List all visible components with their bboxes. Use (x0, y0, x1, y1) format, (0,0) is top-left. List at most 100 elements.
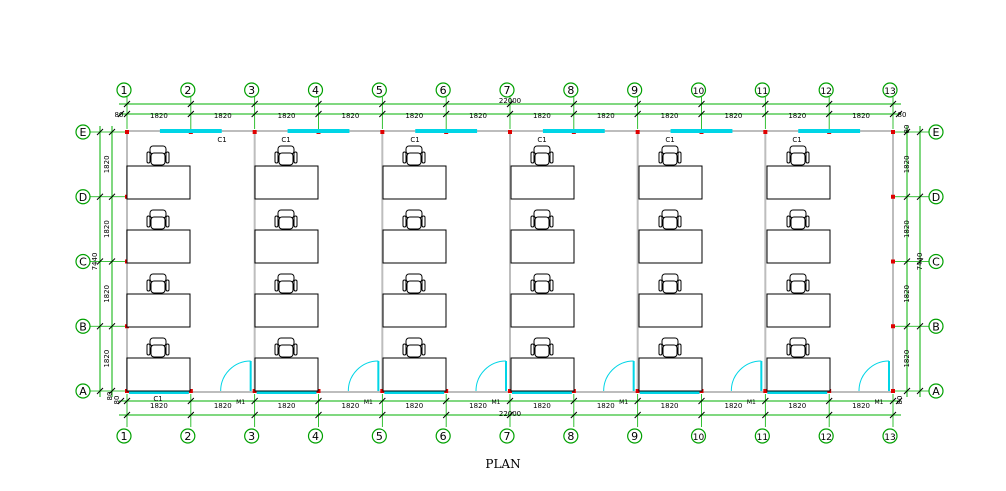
dimension-tick (895, 397, 903, 405)
chair-seat (790, 280, 806, 294)
dimension-tick (378, 110, 386, 118)
chair-seat (278, 216, 294, 230)
axis-bubble-bottom-circle (116, 428, 132, 444)
desk (126, 165, 191, 200)
axis-bubble-left-circle (75, 383, 91, 399)
axis-bubble-bottom-circle (627, 428, 643, 444)
chair-seat (662, 280, 678, 294)
window-label: C1 (537, 136, 546, 144)
chair-armrest (274, 343, 279, 356)
window-bottom (767, 390, 828, 394)
chair-armrest (165, 151, 170, 164)
axis-bubble-top-label: 6 (440, 84, 447, 97)
desk (254, 357, 319, 392)
axis-bubble-top-label: 4 (312, 84, 319, 97)
dimension-tick (378, 100, 386, 108)
dimension-tick (108, 322, 116, 330)
dimension-tick (761, 411, 769, 419)
axis-bubble-right-label: D (932, 191, 940, 204)
dimension-text-top: 1820 (214, 112, 232, 120)
chair-armrest (549, 343, 554, 356)
axis-bubble-top-circle (371, 82, 387, 98)
dimension-total-bottom: 22000 (499, 410, 521, 418)
axis-bubble-bottom-label: 11 (757, 433, 768, 443)
desk (766, 229, 831, 264)
window-top (159, 129, 222, 133)
axis-bubble-bottom-circle (818, 428, 834, 444)
window-top (415, 129, 478, 133)
chair-armrest (786, 151, 791, 164)
axis-bubble-bottom-label: 10 (693, 433, 705, 443)
dimension-text-right: 1820 (903, 220, 911, 238)
chair-seat (150, 216, 166, 230)
wall-node (891, 389, 895, 393)
door-swing-arc (730, 360, 762, 392)
chair-armrest (165, 279, 170, 292)
dimension-text-bottom: 1820 (725, 402, 743, 410)
window-top (542, 129, 605, 133)
wall-node (891, 130, 895, 134)
dimension-tick (315, 100, 322, 108)
axis-bubble-left-label: B (79, 320, 87, 333)
dimension-tick (96, 128, 104, 136)
wall-node (380, 130, 385, 134)
dimension-text-top: 1820 (725, 112, 743, 120)
dimension-text-right: 1820 (903, 350, 911, 368)
desk (510, 293, 575, 328)
desk (638, 165, 703, 200)
axis-bubble-top-circle (818, 82, 834, 98)
axis-bubble-left-circle (75, 189, 91, 205)
dimension-tick (903, 322, 911, 330)
axis-bubble-top-circle (244, 82, 260, 98)
dimension-tick (889, 110, 897, 118)
chair-seat (278, 152, 294, 166)
dimension-tick (634, 397, 642, 405)
wall-node (891, 194, 895, 199)
wall-node (635, 130, 640, 134)
axis-bubble-top-circle (435, 82, 451, 98)
dimension-tick (108, 128, 116, 136)
chair-armrest (293, 343, 298, 356)
dimension-tick (506, 397, 514, 405)
axis-bubble-bottom-circle (307, 428, 324, 444)
dimension-tick (251, 411, 259, 419)
desk (638, 293, 703, 328)
axis-bubble-right-circle (928, 253, 944, 270)
dimension-tick (889, 411, 897, 419)
dimension-tick (117, 110, 125, 118)
wall-node (125, 130, 129, 134)
desk (766, 357, 831, 392)
dimension-tick (117, 397, 125, 405)
dimension-text-bottom: 1820 (150, 402, 168, 410)
dimension-tick (903, 193, 911, 201)
axis-bubble-bottom-circle (371, 428, 387, 444)
dimension-tick (570, 100, 578, 108)
dimension-tick (506, 411, 514, 419)
chair-armrest (530, 151, 535, 164)
dimension-tick (378, 411, 386, 419)
axis-bubble-bottom-label: 3 (248, 430, 255, 443)
chair-armrest (165, 343, 170, 356)
dimension-total-right: 7440 (916, 253, 924, 271)
chair-seat (406, 344, 422, 358)
axis-bubble-top-label: 9 (631, 84, 638, 97)
axis-bubble-bottom-label: 6 (440, 430, 447, 443)
chair-armrest (805, 215, 810, 228)
chair-armrest (146, 343, 151, 356)
dimension-text-bottom: 1820 (533, 402, 551, 410)
chair-armrest (146, 215, 151, 228)
dimension-tick (123, 411, 131, 419)
chair-seat (662, 216, 678, 230)
axis-bubble-bottom-circle (882, 428, 898, 444)
desk (638, 357, 703, 392)
chair-seat (278, 344, 294, 358)
dimension-tick (903, 258, 911, 265)
dimension-tick (442, 411, 450, 419)
wall-node (508, 130, 512, 134)
dimension-tick (251, 397, 259, 405)
chair-armrest (786, 215, 791, 228)
chair-seat (662, 344, 678, 358)
axis-bubble-right-circle (928, 189, 944, 205)
dimension-tick (108, 193, 116, 201)
door-label: M1 (619, 399, 628, 406)
